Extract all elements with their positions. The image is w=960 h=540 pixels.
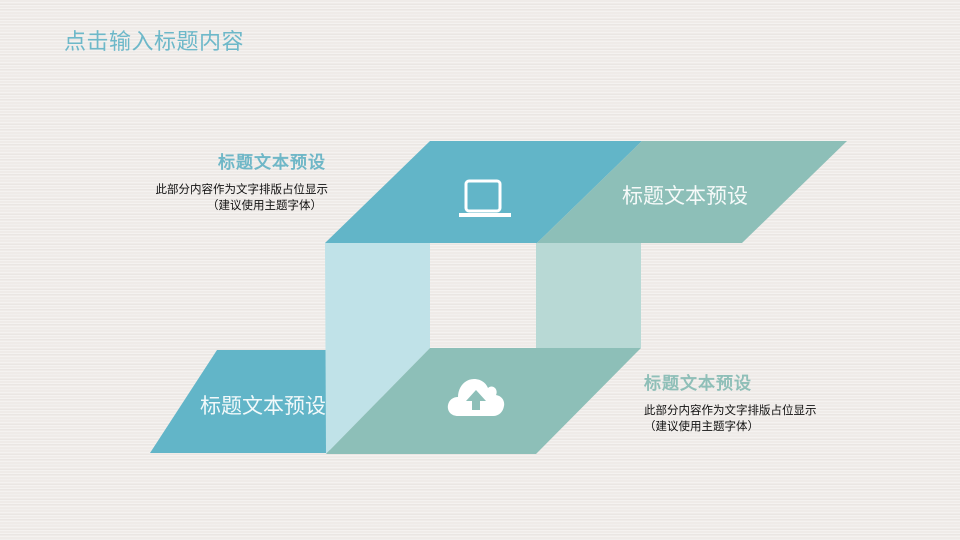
- top-blue-panel: [325, 141, 642, 243]
- right-body-line1: 此部分内容作为文字排版占位显示: [644, 403, 817, 417]
- top-right-label: 标题文本预设: [622, 184, 748, 208]
- bottom-left-label-clip: 标题文本预设: [150, 350, 326, 454]
- right-body: 此部分内容作为文字排版占位显示 （建议使用主题字体）: [644, 402, 844, 434]
- left-body: 此部分内容作为文字排版占位显示 （建议使用主题字体）: [144, 181, 329, 213]
- right-heading: 标题文本预设: [644, 374, 752, 394]
- slide-title: 点击输入标题内容: [64, 30, 245, 55]
- left-text-block: 标题文本预设 此部分内容作为文字排版占位显示 （建议使用主题字体）: [144, 148, 329, 213]
- top-green-panel: [537, 141, 847, 243]
- left-body-line2: （建议使用主题字体）: [207, 198, 322, 212]
- left-body-line1: 此部分内容作为文字排版占位显示: [155, 182, 329, 196]
- right-text-block: 标题文本预设 此部分内容作为文字排版占位显示 （建议使用主题字体）: [644, 369, 844, 434]
- left-pale-bar: [325, 243, 430, 454]
- laptop-icon: [459, 179, 511, 217]
- bottom-left-blue-panel: [150, 350, 330, 453]
- left-heading: 标题文本预设: [218, 153, 326, 173]
- right-pale-bar: [536, 243, 641, 348]
- right-body-line2: （建议使用主题字体）: [644, 419, 759, 433]
- bottom-left-label: 标题文本预设: [200, 394, 326, 418]
- cloud-upload-icon: [447, 379, 505, 416]
